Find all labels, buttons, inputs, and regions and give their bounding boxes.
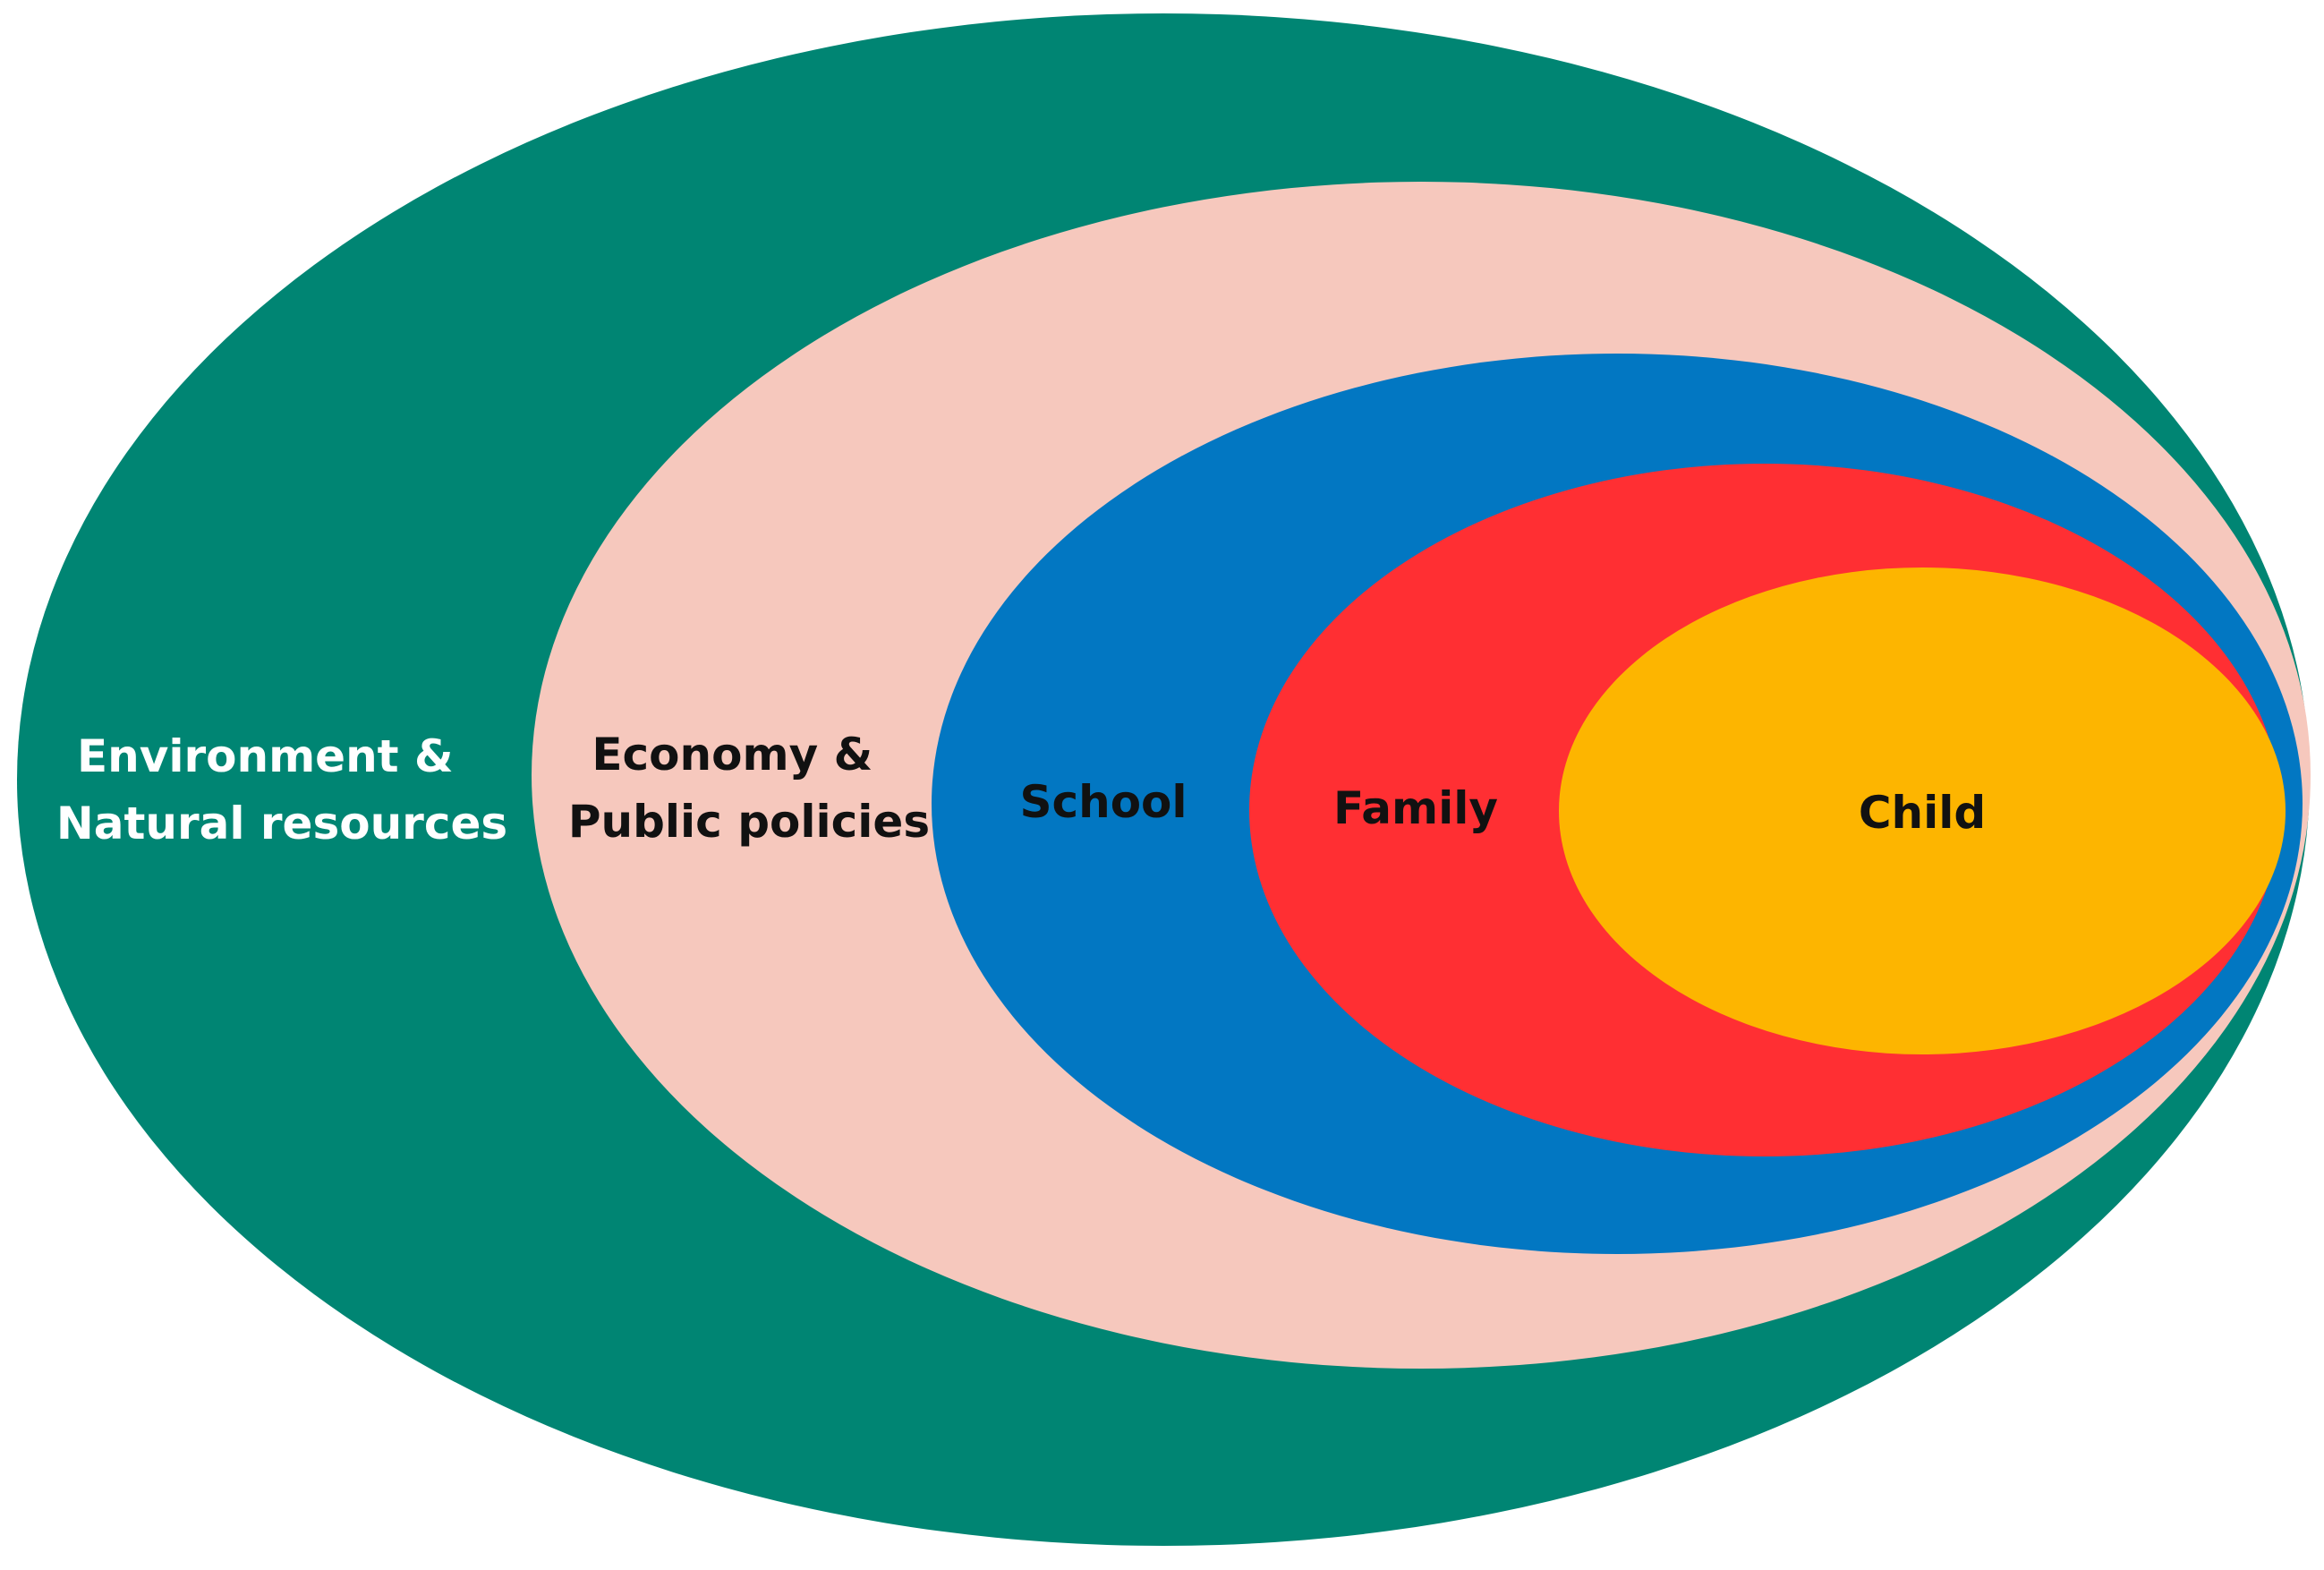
economy-label-line-1: Economy & <box>592 729 873 781</box>
economy-label-line-2: Public policies <box>568 796 930 848</box>
layers-group <box>17 13 2311 1546</box>
labels-group: Environment & Natural resources Economy … <box>56 729 1986 849</box>
school-label-line-1: School <box>1019 776 1187 828</box>
child-label: Child <box>1859 787 1986 839</box>
school-label: School <box>1019 776 1187 828</box>
environment-label: Environment & Natural resources <box>56 730 507 849</box>
child-label-line-1: Child <box>1859 787 1986 839</box>
economy-label: Economy & Public policies <box>568 729 930 848</box>
child-ellipse <box>1559 567 2286 1054</box>
family-label-line-1: Family <box>1333 782 1498 834</box>
environment-label-line-1: Environment & <box>77 730 454 782</box>
family-label: Family <box>1333 782 1498 834</box>
environment-label-line-2: Natural resources <box>56 798 507 849</box>
